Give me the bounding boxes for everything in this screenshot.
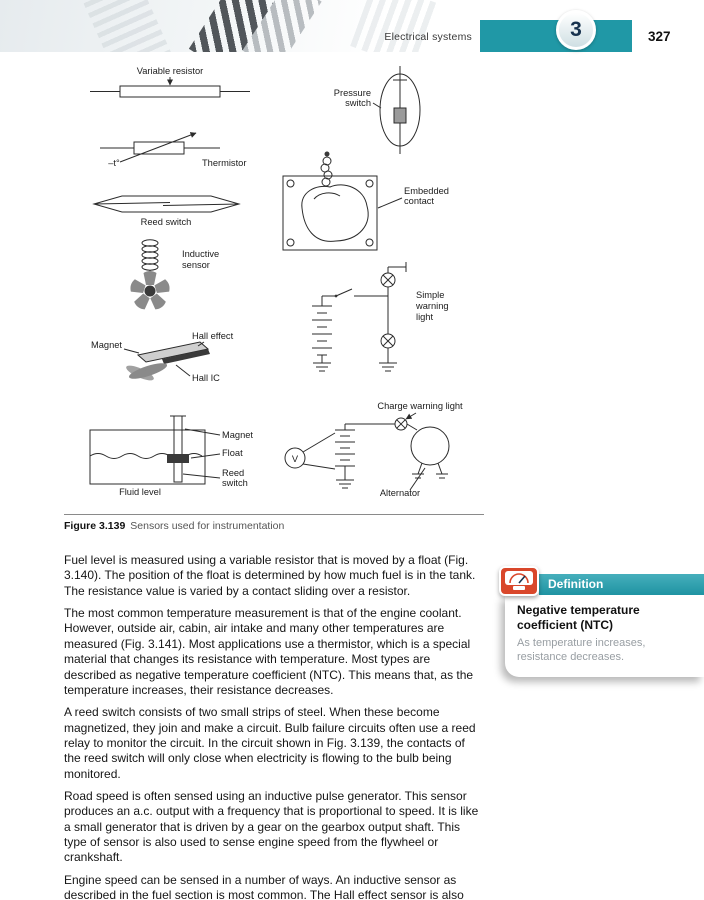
inductive-sensor-label-line1: Inductive	[182, 249, 219, 259]
figure-caption-text: Sensors used for instrumentation	[130, 520, 285, 532]
header-photo	[0, 0, 482, 52]
inductive-sensor-diagram: Inductive sensor	[130, 239, 219, 310]
tread-pattern	[80, 0, 172, 52]
alternator-label: Alternator	[380, 488, 420, 498]
definition-box: Definition Negative temperature coeffici…	[497, 566, 704, 677]
paragraph-temperature: The most common temperature measurement …	[64, 606, 474, 697]
meter-icon	[499, 566, 539, 596]
fluid-reed-label-line2: switch	[222, 478, 248, 488]
simple-warning-light-label-line2: warning	[415, 301, 449, 311]
definition-body: Negative temperature coefficient (NTC) A…	[505, 595, 704, 677]
simple-warning-light-label-line1: Simple	[416, 290, 444, 300]
hall-ic-label: Hall IC	[192, 373, 220, 383]
fluid-magnet-label: Magnet	[222, 430, 253, 440]
definition-header: Definition	[539, 574, 704, 595]
pressure-switch-label-line1: Pressure	[334, 88, 371, 98]
sensors-figure: Variable resistor –t° Thermistor	[89, 66, 463, 498]
magnet-label: Magnet	[91, 340, 122, 350]
variable-resistor-diagram: Variable resistor	[90, 66, 250, 98]
paragraph-road-speed: Road speed is often sensed using an indu…	[64, 789, 479, 865]
hall-effect-diagram: Magnet Hall effect Hall IC	[91, 331, 234, 383]
charge-warning-light-label: Charge warning light	[377, 401, 463, 411]
float-label: Float	[222, 448, 243, 458]
figure-caption-label: Figure 3.139	[64, 520, 126, 532]
paragraph-fuel-level: Fuel level is measured using a variable …	[64, 553, 476, 598]
variable-resistor-label: Variable resistor	[137, 66, 203, 76]
figure-caption: Figure 3.139 Sensors used for instrumenta…	[64, 514, 484, 532]
body-text: Fuel level is measured using a variable …	[64, 553, 479, 900]
thermistor-diagram: –t° Thermistor	[100, 132, 246, 168]
running-head: Electrical systems	[384, 31, 472, 43]
simple-warning-light-diagram: Simple warning light	[312, 262, 449, 372]
charge-warning-light-diagram: Charge warning light	[284, 401, 463, 498]
fluid-level-diagram: Magnet Float Reed switch Fluid level	[89, 415, 253, 497]
thermistor-label: Thermistor	[202, 158, 246, 168]
reed-switch-diagram: Reed switch	[92, 195, 241, 227]
embedded-contact-diagram: Embedded contact	[282, 151, 449, 251]
inductive-sensor-label-line2: sensor	[182, 260, 210, 270]
reed-switch-label: Reed switch	[141, 217, 192, 227]
simple-warning-light-label-line3: light	[416, 312, 433, 322]
figure-3-139: Variable resistor –t° Thermistor	[64, 58, 484, 514]
hall-effect-label: Hall effect	[192, 331, 234, 341]
voltmeter-label: V	[292, 454, 299, 464]
pressure-switch-diagram: Pressure switch	[334, 66, 421, 154]
page-number: 327	[648, 29, 671, 44]
paragraph-reed-switch: A reed switch consists of two small stri…	[64, 705, 476, 781]
definition-title: Negative temperature coefficient (NTC)	[517, 603, 640, 632]
paragraph-engine-speed: Engine speed can be sensed in a number o…	[64, 872, 464, 900]
thermistor-symbol-label: –t°	[108, 158, 120, 168]
page-header: Electrical systems 3 327	[0, 0, 704, 52]
definition-text: As temperature increases, resistance dec…	[517, 637, 646, 664]
embedded-contact-label-line2: contact	[404, 196, 434, 206]
fluid-level-label: Fluid level	[119, 487, 161, 497]
tread-pattern	[350, 0, 440, 52]
chapter-number-badge: 3	[556, 10, 596, 50]
embedded-contact-label-line1: Embedded	[404, 186, 449, 196]
fluid-reed-label-line1: Reed	[222, 468, 244, 478]
pressure-switch-label-line2: switch	[345, 98, 371, 108]
